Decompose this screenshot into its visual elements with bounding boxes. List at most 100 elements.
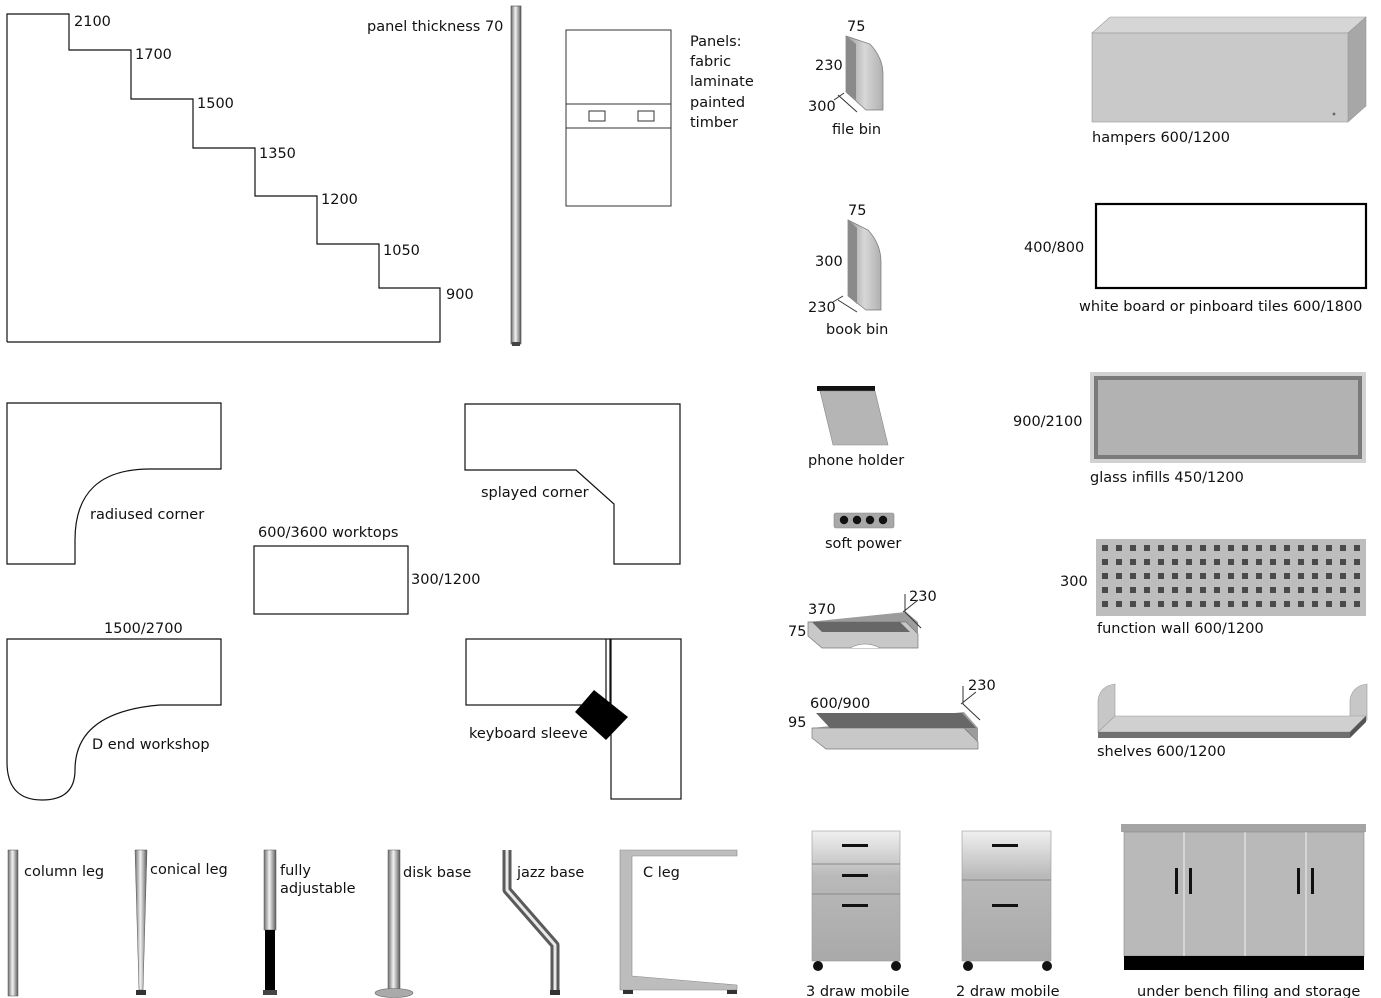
column-leg-shape — [7, 849, 19, 997]
tray-small-depth: 230 — [909, 589, 937, 605]
under-bench-storage: under bench filing and storage — [1121, 824, 1366, 998]
adjustable-leg-lower — [265, 930, 275, 990]
c-leg: C leg — [619, 849, 738, 994]
book-bin-top-dim: 75 — [848, 203, 866, 219]
book-bin: 75 300 230 book bin — [808, 203, 888, 338]
tray-large-depth-line — [962, 686, 981, 721]
three-draw-body — [811, 830, 901, 962]
d-end-workshop: 1500/2700 D end workshop — [6, 621, 222, 801]
phone-holder-label: phone holder — [808, 453, 904, 469]
panel-materials-line-4: painted — [690, 95, 745, 111]
three-draw-handle-2 — [842, 874, 868, 877]
glass-infill: 900/2100 glass infills 450/1200 — [1013, 372, 1366, 486]
soft-power-strip — [833, 512, 895, 529]
fully-adjustable-label-2: adjustable — [280, 881, 356, 897]
panel-thickness: panel thickness 70 — [367, 5, 522, 346]
function-wall-perforations — [1102, 545, 1360, 607]
soft-power: soft power — [825, 512, 901, 552]
step-height-1050: 1050 — [383, 243, 420, 259]
panel-frame — [565, 29, 672, 207]
phone-holder-clip — [817, 386, 875, 391]
hampers: hampers 600/1200 — [1091, 16, 1367, 146]
conical-leg-shape — [134, 849, 148, 991]
c-leg-shape — [619, 849, 738, 991]
d-end-size: 1500/2700 — [104, 621, 183, 637]
two-draw-label: 2 draw mobile — [956, 984, 1060, 998]
panel-post-foot — [512, 342, 520, 346]
phone-holder-shape — [819, 390, 889, 446]
radiused-corner-outline — [6, 402, 222, 565]
stepped-panel-heights: 2100 1700 1500 1350 1200 1050 900 — [6, 13, 474, 343]
tray-small-height: 75 — [788, 624, 806, 640]
tray-large-width: 600/900 — [810, 696, 870, 712]
phone-holder: phone holder — [808, 386, 904, 469]
hamper-front — [1091, 32, 1349, 123]
adjustable-leg-upper — [263, 849, 277, 931]
panel-thickness-label: panel thickness 70 — [367, 19, 503, 35]
book-bin-label: book bin — [826, 322, 888, 338]
book-bin-depth-dim: 230 — [808, 300, 836, 316]
panel-elevation: Panels: fabric laminate painted timber — [565, 29, 754, 207]
step-height-900: 900 — [446, 287, 474, 303]
column-leg-label: column leg — [24, 864, 104, 880]
rectangular-worktop: 600/3600 worktops 300/1200 — [253, 525, 480, 615]
function-wall: 300 function wall 600/1200 — [1060, 539, 1366, 637]
under-bench-label: under bench filing and storage — [1137, 984, 1360, 998]
keyboard-sleeve-label: keyboard sleeve — [469, 726, 588, 742]
fully-adjustable-label-1: fully — [280, 863, 311, 879]
tray-large: 600/900 95 230 — [788, 678, 996, 750]
step-height-1500: 1500 — [197, 96, 234, 112]
disk-base-plate — [374, 988, 414, 998]
step-height-1200: 1200 — [321, 192, 358, 208]
three-draw-mobile: 3 draw mobile — [806, 830, 910, 998]
panel-outlet-left — [588, 110, 606, 122]
step-height-1700: 1700 — [135, 47, 172, 63]
glass-infill-size: 900/2100 — [1013, 414, 1082, 430]
keyboard-desk-left — [465, 638, 611, 706]
tray-small-depth-line — [904, 594, 922, 629]
file-bin-depth-dim: 300 — [808, 99, 836, 115]
three-draw-handle-3 — [842, 904, 868, 907]
splayed-corner-outline — [464, 403, 681, 565]
step-height-2100: 2100 — [74, 14, 111, 30]
c-leg-label: C leg — [643, 865, 680, 881]
under-bench-body — [1123, 831, 1365, 957]
panel-materials-line-5: timber — [690, 115, 738, 131]
panel-outlet-right — [637, 110, 655, 122]
splayed-corner-label: splayed corner — [481, 485, 589, 501]
shelves-label: shelves 600/1200 — [1097, 744, 1226, 760]
disk-base-column — [387, 849, 401, 991]
tray-large-height: 95 — [788, 715, 806, 731]
book-bin-dim-line — [837, 299, 858, 313]
three-draw-label: 3 draw mobile — [806, 984, 910, 998]
soft-power-label: soft power — [825, 536, 901, 552]
tray-small: 370 75 230 — [788, 589, 937, 649]
keyboard-sleeve — [575, 690, 628, 740]
under-bench-plinth — [1124, 956, 1364, 970]
three-draw-handle-1 — [842, 844, 868, 847]
whiteboard: 400/800 white board or pinboard tiles 60… — [1024, 202, 1368, 315]
glass-infill-label: glass infills 450/1200 — [1090, 470, 1244, 486]
hampers-label: hampers 600/1200 — [1092, 130, 1230, 146]
panel-materials-line-2: fabric — [690, 54, 731, 70]
step-height-1350: 1350 — [259, 146, 296, 162]
disk-base-label: disk base — [403, 865, 471, 881]
function-wall-label: function wall 600/1200 — [1097, 621, 1264, 637]
worktops-label: 600/3600 worktops — [258, 525, 398, 541]
two-draw-handle-1 — [992, 844, 1018, 847]
file-bin: 75 230 300 file bin — [808, 19, 884, 138]
splayed-corner: splayed corner — [464, 403, 681, 565]
d-end-label: D end workshop — [92, 737, 210, 753]
shelf-board — [1097, 715, 1367, 733]
shelf: shelves 600/1200 — [1097, 683, 1368, 760]
rectangular-worktop-size: 300/1200 — [411, 572, 480, 588]
file-bin-top-dim: 75 — [847, 19, 865, 35]
whiteboard-panel — [1094, 202, 1368, 290]
two-draw-body — [961, 830, 1052, 962]
rectangular-worktop-outline — [253, 545, 409, 615]
d-end-outline — [6, 638, 222, 801]
panel-post — [510, 5, 522, 345]
book-bin-side-dim: 300 — [815, 254, 843, 270]
disk-base-leg: disk base — [374, 849, 471, 998]
